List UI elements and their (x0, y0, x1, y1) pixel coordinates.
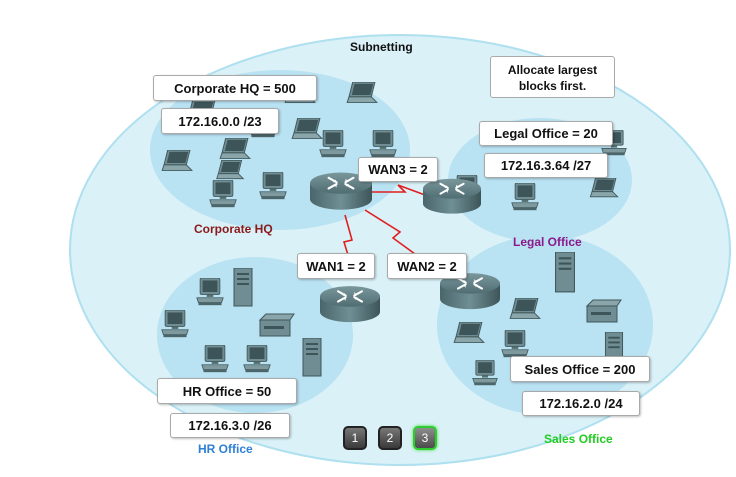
corporate-name: Corporate HQ (194, 222, 273, 236)
legal-cloud (448, 118, 632, 242)
sales-subnet-label: 172.16.2.0 /24 (522, 391, 640, 416)
wan3-link (372, 184, 426, 196)
allocation-note: Allocate largest blocks first. (490, 56, 615, 98)
corporate-subnet-label: 172.16.0.0 /23 (161, 108, 279, 134)
legal-subnet-label: 172.16.3.64 /27 (484, 153, 608, 178)
sales-name: Sales Office (544, 432, 613, 446)
note-line-1: Allocate largest (507, 63, 598, 77)
legal-count-label: Legal Office = 20 (479, 121, 613, 146)
wan1-label: WAN1 = 2 (297, 253, 375, 279)
diagram-title: Subnetting (350, 40, 413, 54)
hr-name: HR Office (198, 442, 253, 456)
hr-router (320, 285, 380, 324)
step-3-button[interactable]: 3 (413, 426, 437, 450)
note-line-2: blocks first. (518, 79, 587, 93)
step-2-button[interactable]: 2 (378, 426, 402, 450)
wan2-label: WAN2 = 2 (387, 253, 467, 279)
legal-router (423, 178, 481, 215)
sales-count-label: Sales Office = 200 (510, 356, 650, 382)
legal-name: Legal Office (513, 235, 582, 249)
step-1-button[interactable]: 1 (343, 426, 367, 450)
wan3-label: WAN3 = 2 (358, 157, 438, 182)
hr-count-label: HR Office = 50 (157, 378, 297, 404)
hr-subnet-label: 172.16.3.0 /26 (170, 413, 290, 438)
corporate-count-label: Corporate HQ = 500 (153, 75, 317, 101)
